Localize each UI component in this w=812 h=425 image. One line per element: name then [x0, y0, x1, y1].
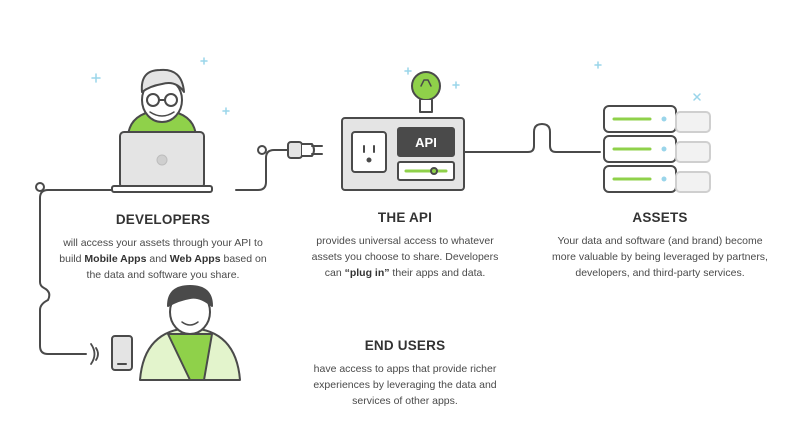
api-title: THE API — [377, 210, 433, 225]
assets-title: ASSETS — [632, 210, 688, 225]
developer-illustration — [127, 68, 197, 137]
api-description: provides universal access to whatever as… — [311, 235, 499, 279]
end-users-section: END USERS have access to apps that provi… — [300, 338, 510, 409]
laptop-icon — [111, 131, 213, 193]
api-box-icon — [341, 117, 465, 191]
cable-end-dot — [35, 182, 45, 192]
developers-title: DEVELOPERS — [115, 212, 211, 227]
api-to-assets-cable — [463, 123, 601, 153]
developers-section: DEVELOPERS will access your assets throu… — [38, 212, 288, 283]
assets-section: ASSETS Your data and software (and brand… — [530, 210, 790, 281]
developer-cable — [39, 189, 119, 355]
signal-waves-icon — [90, 343, 99, 365]
plug-icon — [287, 141, 323, 159]
api-section: THE API provides universal access to wha… — [295, 210, 515, 281]
sparkle-icon — [91, 57, 701, 115]
api-screen-label: API — [415, 135, 437, 150]
end-users-title: END USERS — [364, 338, 446, 353]
server-stack-icon — [603, 105, 711, 193]
assets-description: Your data and software (and brand) becom… — [552, 235, 768, 279]
developers-description: will access your assets through your API… — [59, 237, 267, 281]
lightbulb-icon — [411, 71, 441, 113]
end-user-illustration — [139, 285, 241, 381]
phone-icon — [111, 335, 133, 371]
cable-loop — [257, 145, 267, 155]
laptop-to-plug-cable — [235, 149, 289, 191]
end-users-description: have access to apps that provide richer … — [313, 363, 497, 407]
